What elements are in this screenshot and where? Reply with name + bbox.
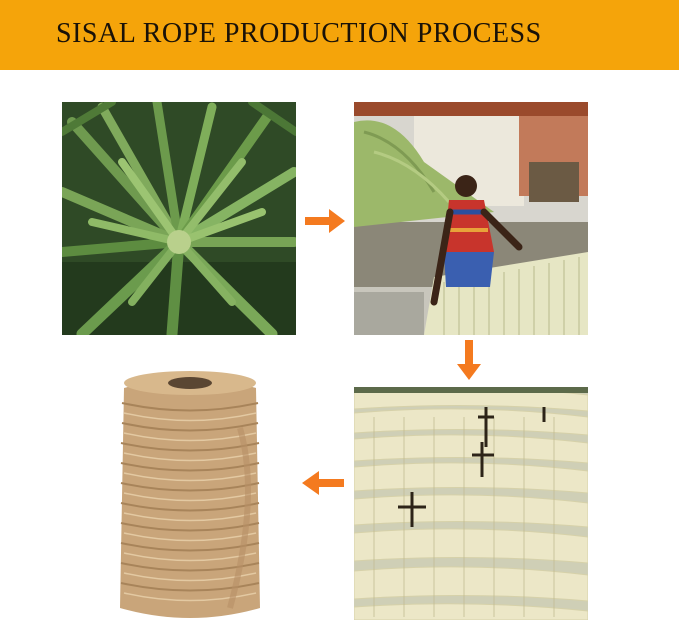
fiber-drying-racks-photo: [354, 387, 588, 620]
arrow-right-icon: [305, 208, 345, 234]
title-banner: SISAL ROPE PRODUCTION PROCESS: [0, 0, 679, 70]
jute-rope-spool-photo: [110, 368, 270, 623]
banner-title: SISAL ROPE PRODUCTION PROCESS: [56, 18, 542, 49]
arrow-left-icon: [302, 470, 344, 496]
fiber-processing-worker-photo: [354, 102, 588, 335]
sisal-plant-photo: [62, 102, 296, 335]
arrow-down-icon: [456, 340, 482, 380]
